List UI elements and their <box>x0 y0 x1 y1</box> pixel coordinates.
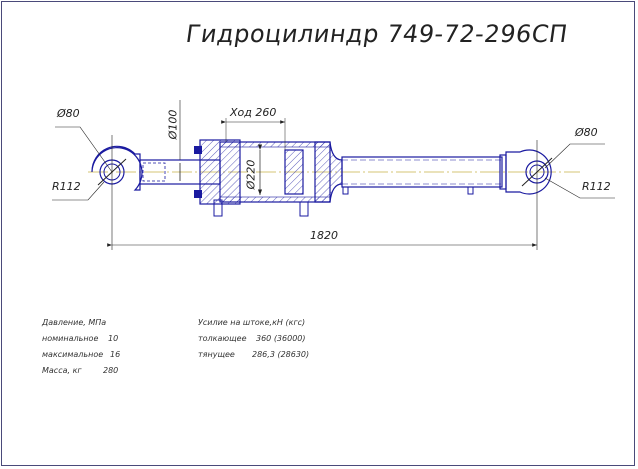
gland <box>194 139 241 217</box>
left-eye-icon <box>91 135 143 250</box>
push-label: толкающее <box>198 334 247 343</box>
max-label: максимальное <box>42 350 104 359</box>
outer-tube <box>341 154 507 195</box>
nominal-value: 10 <box>108 334 119 343</box>
force-label: Усилие на штоке,кН (кгс) <box>198 318 306 327</box>
pull-label: тянущее <box>198 350 235 359</box>
stroke-label: Ход 260 <box>230 106 277 119</box>
left-eye-diameter-label: Ø80 <box>57 107 80 120</box>
mass-label: Масса, кг <box>42 366 82 375</box>
right-eye-icon <box>505 140 553 250</box>
mass-value: 280 <box>103 366 119 375</box>
bore-diameter-label: Ø220 <box>244 159 258 190</box>
push-value: 360 (36000) <box>256 334 306 343</box>
overall-length-label: 1820 <box>310 229 338 242</box>
nominal-label: номинальное <box>42 334 99 343</box>
max-value: 16 <box>110 350 121 359</box>
rod-diameter-label: Ø100 <box>166 109 180 140</box>
pressure-label: Давление, МПа <box>42 318 107 327</box>
right-eye-radius-label: R112 <box>582 180 611 193</box>
pull-value: 286,3 (28630) <box>252 350 310 359</box>
right-eye-diameter-label: Ø80 <box>575 126 598 139</box>
left-eye-radius-label: R112 <box>52 180 81 193</box>
